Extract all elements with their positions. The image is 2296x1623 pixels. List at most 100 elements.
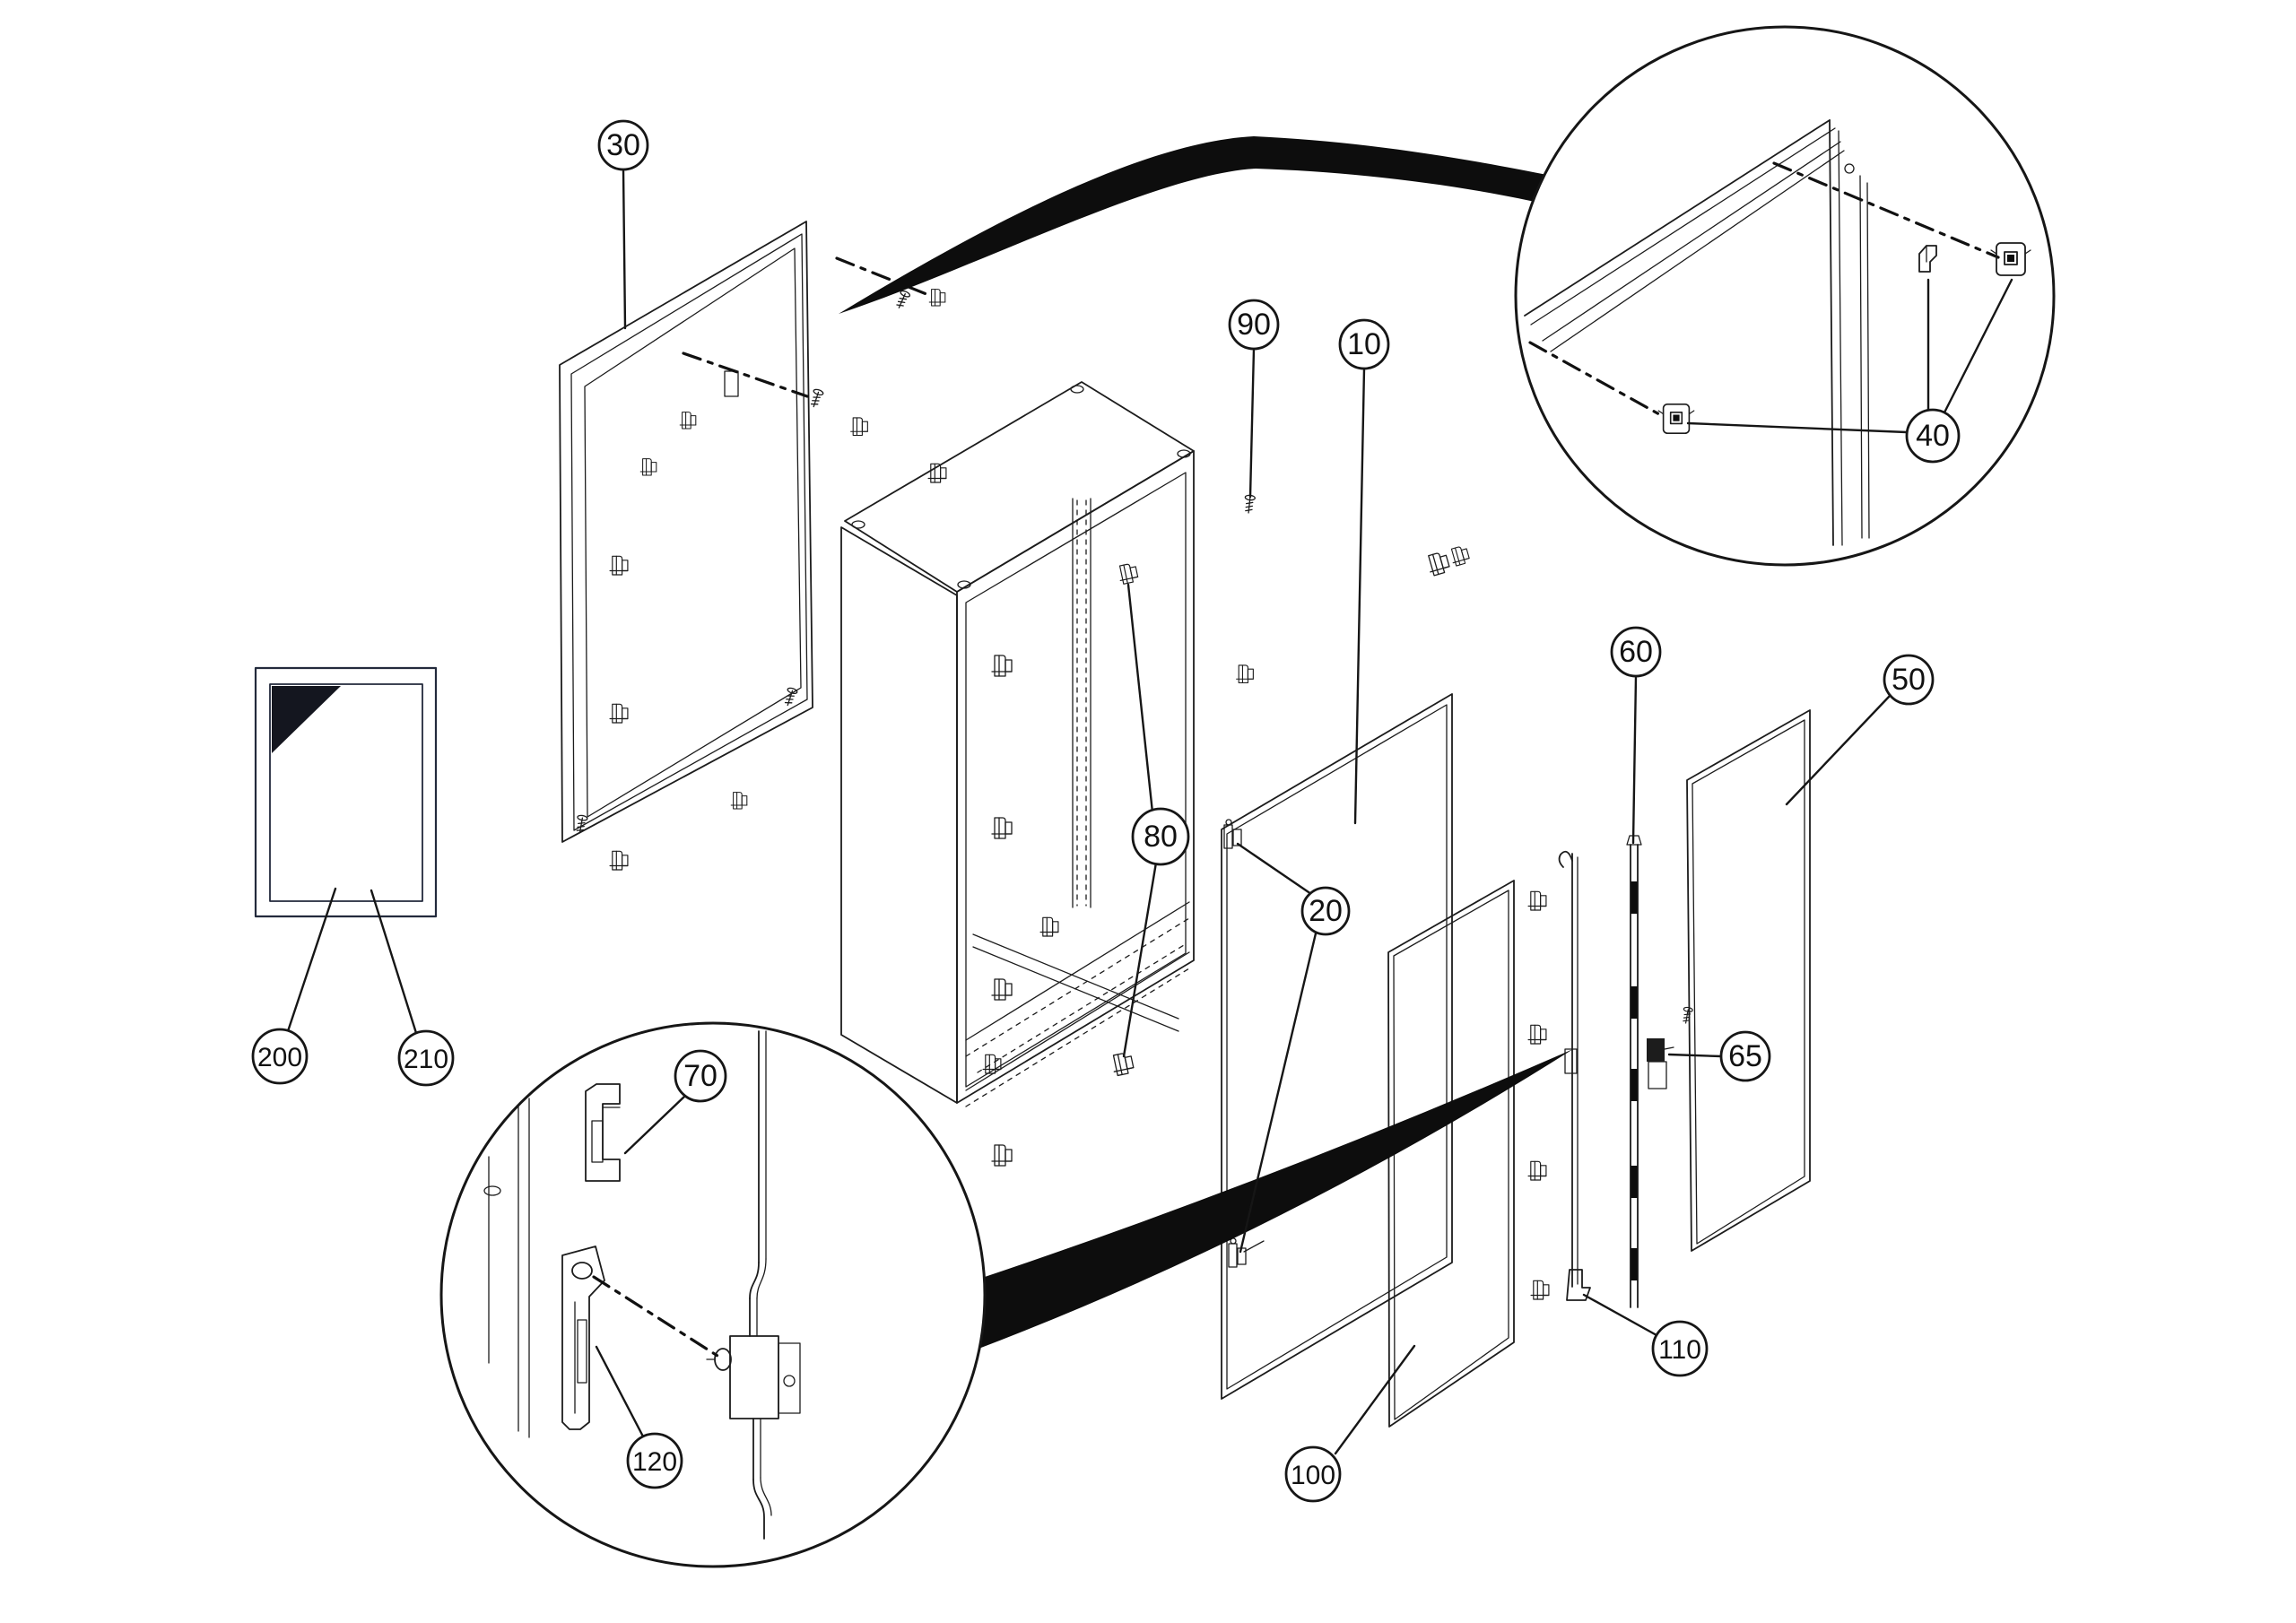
door-clip-icon bbox=[679, 412, 697, 430]
callout-bubble-100 bbox=[1284, 1445, 1342, 1503]
callout-70: 70 bbox=[623, 1049, 727, 1155]
corner-clip-icon bbox=[1918, 245, 1937, 273]
callout-label-65: 65 bbox=[1728, 1039, 1762, 1073]
swoosh-bottom bbox=[974, 1049, 1573, 1350]
callout-leader-10 bbox=[1353, 367, 1366, 825]
callout-40: 40 bbox=[1686, 278, 2013, 464]
callout-leader-40 bbox=[1686, 421, 1909, 434]
callout-bubble-50 bbox=[1883, 654, 1935, 706]
swoosh-top bbox=[839, 136, 1554, 314]
callout-bubble-20 bbox=[1300, 886, 1351, 936]
side-panel-50 bbox=[1681, 709, 1811, 1252]
callout-leader-120 bbox=[595, 1345, 645, 1438]
callout-label-20: 20 bbox=[1309, 894, 1343, 928]
door-plate-icon bbox=[724, 370, 739, 397]
callout-leader-90 bbox=[1248, 347, 1256, 499]
callout-30: 30 bbox=[597, 119, 649, 330]
callout-label-30: 30 bbox=[606, 128, 640, 162]
callout-120: 120 bbox=[595, 1345, 683, 1489]
callout-bubble-70 bbox=[674, 1049, 727, 1103]
door-clip-icon bbox=[639, 458, 657, 476]
callout-10: 10 bbox=[1338, 318, 1390, 825]
callout-leader-40 bbox=[1942, 278, 2013, 416]
callout-210: 210 bbox=[370, 889, 455, 1087]
rod-foot bbox=[1566, 1269, 1591, 1301]
callout-bubble-110 bbox=[1651, 1320, 1709, 1377]
hinge-clip-icon bbox=[991, 655, 1013, 677]
callout-65: 65 bbox=[1667, 1030, 1771, 1082]
callout-label-10: 10 bbox=[1347, 327, 1381, 361]
door-panel-30 bbox=[559, 221, 947, 871]
clip-80-icon bbox=[1109, 1051, 1135, 1077]
callout-label-120: 120 bbox=[632, 1447, 677, 1477]
hinge-clip-icon bbox=[991, 978, 1013, 1001]
callout-60: 60 bbox=[1610, 626, 1662, 845]
panel-corner-triangle bbox=[272, 686, 341, 753]
screw-icon bbox=[893, 289, 911, 311]
clip-icon bbox=[1039, 916, 1059, 937]
door-clip-icon bbox=[609, 850, 629, 871]
hinge-clip-icon bbox=[991, 817, 1013, 839]
hinge-clip-icon bbox=[991, 1144, 1013, 1167]
callout-bubble-40 bbox=[1905, 408, 1961, 464]
callout-50: 50 bbox=[1785, 654, 1935, 806]
assembly-line bbox=[1772, 161, 2000, 259]
callout-leader-80 bbox=[1126, 583, 1154, 814]
lock-bar-60 bbox=[1626, 835, 1642, 1308]
callout-label-70: 70 bbox=[683, 1059, 718, 1093]
clip-icon bbox=[928, 289, 946, 307]
callout-200: 200 bbox=[251, 887, 337, 1085]
callout-bubble-60 bbox=[1610, 626, 1662, 678]
callout-leader-20 bbox=[1236, 842, 1313, 896]
callout-leader-80 bbox=[1122, 861, 1158, 1058]
door-clip-icon bbox=[609, 555, 629, 576]
callout-bubble-210 bbox=[397, 1029, 455, 1087]
assembly-line bbox=[835, 256, 933, 298]
hinge-20-lower bbox=[1228, 1237, 1265, 1268]
assembly-line bbox=[1528, 341, 1661, 416]
callout-leader-60 bbox=[1631, 674, 1638, 845]
screw-90-icon bbox=[1242, 494, 1257, 515]
rivet-icon bbox=[1844, 163, 1855, 174]
callout-leader-70 bbox=[623, 1094, 687, 1155]
callout-bubble-65 bbox=[1719, 1030, 1771, 1082]
side-panel-10 bbox=[1221, 494, 1471, 1400]
clip-icon bbox=[850, 417, 868, 437]
callout-label-80: 80 bbox=[1144, 820, 1178, 854]
callout-leader-50 bbox=[1785, 694, 1892, 806]
callout-bubble-200 bbox=[251, 1028, 309, 1085]
callout-label-60: 60 bbox=[1619, 635, 1653, 669]
callout-leader-210 bbox=[370, 889, 418, 1035]
screw-icon bbox=[808, 387, 825, 409]
hook-lever-120 bbox=[561, 1245, 605, 1430]
rack-rails bbox=[1072, 498, 1091, 908]
callout-leader-100 bbox=[1334, 1344, 1416, 1455]
hinge-pair-icon bbox=[1448, 544, 1471, 568]
base-platform bbox=[965, 901, 1190, 1107]
detail-view-corner-clips bbox=[1514, 25, 2056, 567]
callout-bubble-80 bbox=[1131, 807, 1190, 866]
callout-leader-200 bbox=[286, 887, 337, 1033]
callout-leader-20 bbox=[1239, 932, 1318, 1254]
detail-corner-frame bbox=[1524, 119, 1870, 546]
cabinet-frame bbox=[840, 381, 1195, 1167]
rod-latch bbox=[1564, 1048, 1578, 1074]
callout-leader-30 bbox=[622, 168, 627, 330]
callout-100: 100 bbox=[1284, 1344, 1416, 1503]
assembly-line bbox=[682, 352, 809, 398]
callout-label-100: 100 bbox=[1291, 1461, 1335, 1490]
assembly-line bbox=[592, 1275, 719, 1358]
callout-bubble-10 bbox=[1338, 318, 1390, 370]
callout-bubble-30 bbox=[597, 119, 649, 171]
latch-slider-70 bbox=[585, 1083, 621, 1182]
pin-icon bbox=[483, 1185, 501, 1196]
clip-icon bbox=[1236, 664, 1254, 684]
lock-rod-110 bbox=[1558, 850, 1591, 1301]
callout-bubble-90 bbox=[1228, 299, 1280, 351]
hinge-pair-icon bbox=[1425, 550, 1451, 577]
lock-catch-65 bbox=[1647, 1038, 1674, 1089]
callout-110: 110 bbox=[1582, 1293, 1709, 1377]
cam-lock-assembly bbox=[706, 1030, 801, 1540]
